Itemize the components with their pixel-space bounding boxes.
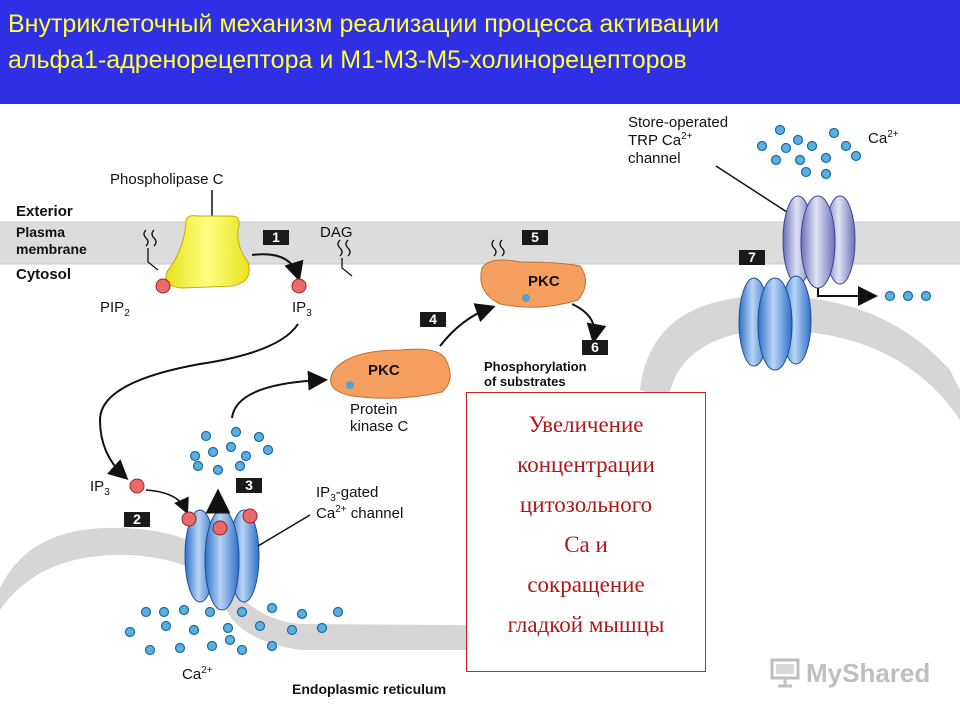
er-membrane-right (640, 295, 960, 420)
ca-er-label: Ca2+ (182, 665, 213, 683)
watermark: MyShared (770, 652, 930, 692)
step-3-badge: 3 (236, 477, 262, 493)
projector-screen-icon (770, 658, 800, 688)
phospholipase-c-enzyme (165, 215, 250, 289)
step-6-badge: 6 (582, 339, 608, 355)
step-5-badge: 5 (522, 229, 548, 245)
cytosol-label: Cytosol (16, 266, 71, 283)
svg-text:1: 1 (272, 229, 280, 245)
step-1-badge: 1 (263, 229, 289, 245)
pkc-membrane (480, 259, 586, 308)
pip2-molecule (155, 278, 171, 294)
er-label: Endoplasmic reticulum (292, 681, 446, 697)
pkc-cytosol (330, 348, 451, 399)
signaling-diagram: Exterior Plasma membrane Cytosol Phospho… (0, 114, 960, 697)
pip2-label: PIP2 (100, 299, 130, 319)
ip3-gated-channel (184, 509, 260, 611)
conclusion-line: цитозольного (519, 492, 653, 517)
kinase-c-label: kinase C (350, 418, 409, 435)
svg-text:2: 2 (133, 511, 141, 527)
er-channel-right (738, 275, 812, 371)
ip3-top-label: IP3 (292, 299, 312, 319)
conclusion-line: Увеличение (528, 412, 644, 437)
ip3-molecule-left (129, 478, 145, 494)
slide-title-line-2: альфа1-адренорецептора и М1-М3-М5-холино… (8, 46, 687, 74)
of-substrates-label: of substrates (484, 374, 566, 389)
plasma-label: Plasma (16, 224, 65, 240)
extracellular-calcium-ions (756, 124, 862, 180)
ca-channel-label: Ca2+ channel (316, 504, 403, 522)
conclusion-line: концентрации (517, 452, 655, 477)
cytosolic-calcium-ions (189, 426, 274, 476)
trp-ca-label: TRP Ca2+ (628, 131, 693, 149)
conclusion-line: сокращение (527, 572, 645, 597)
ca-top-label: Ca2+ (868, 129, 899, 147)
ip3-left-label: IP3 (90, 478, 110, 498)
conclusion-box: Увеличение концентрации цитозольного Са … (466, 392, 706, 672)
membrane-label: membrane (16, 241, 87, 257)
store-operated-label: Store-operated (628, 114, 728, 131)
er-membrane-left (0, 527, 224, 610)
svg-text:7: 7 (748, 249, 756, 265)
conclusion-text: Увеличение концентрации цитозольного Са … (467, 405, 705, 645)
title-banner: Внутриклеточный механизм реализации проц… (0, 0, 960, 104)
watermark-text: MyShared (806, 658, 931, 688)
ip3-gated-label: IP3-gated (316, 484, 378, 504)
pkc-cytosol-label: PKC (368, 362, 400, 379)
svg-text:5: 5 (531, 229, 539, 245)
influx-calcium-ions (884, 290, 932, 302)
exterior-label: Exterior (16, 203, 73, 220)
svg-text:6: 6 (591, 339, 599, 355)
svg-text:3: 3 (245, 477, 253, 493)
step-4-badge: 4 (420, 311, 446, 327)
slide-title-line-1: Внутриклеточный механизм реализации проц… (8, 10, 720, 38)
phosphorylation-label: Phosphorylation (484, 359, 587, 374)
step-7-badge: 7 (739, 249, 765, 265)
protein-label: Protein (350, 401, 398, 418)
ip3-molecule-top (291, 278, 307, 294)
trp-channel (782, 195, 856, 289)
step-2-badge: 2 (124, 511, 150, 527)
er-membrane-left-lower (224, 570, 470, 650)
dag-label: DAG (320, 224, 353, 241)
phospholipase-c-label: Phospholipase C (110, 171, 224, 188)
er-calcium-ions (124, 602, 344, 656)
conclusion-line: гладкой мышцы (507, 612, 665, 637)
svg-text:4: 4 (429, 311, 437, 327)
channel-label: channel (628, 150, 681, 167)
conclusion-line: Са и (564, 532, 608, 557)
pkc-membrane-label: PKC (528, 273, 560, 290)
